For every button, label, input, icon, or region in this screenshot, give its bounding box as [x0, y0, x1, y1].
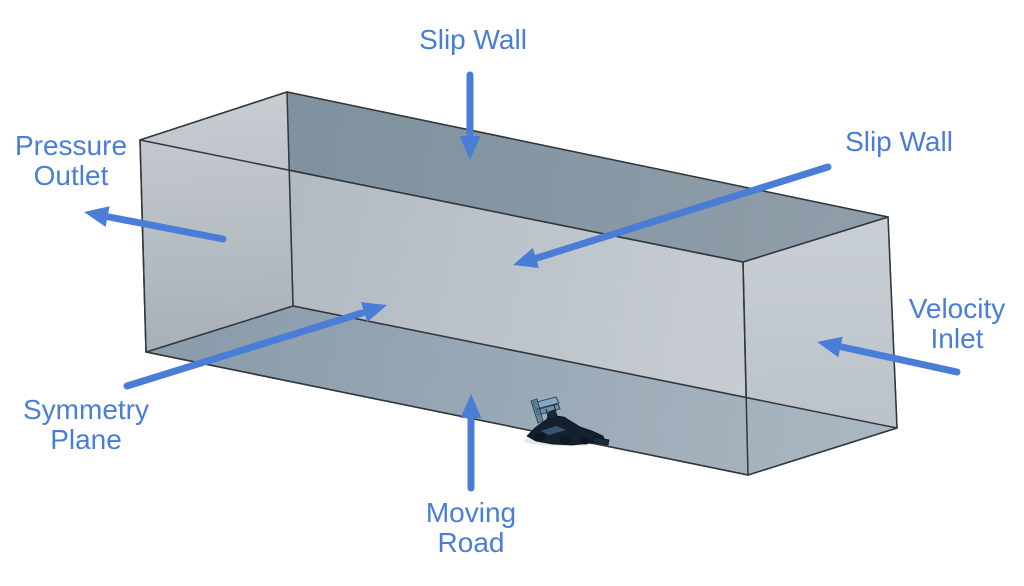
label-pressure-outlet-line2: Outlet	[33, 160, 109, 191]
arrow-velocity-inlet	[838, 343, 961, 376]
arrowhead-slip-wall-side	[513, 247, 539, 268]
race-car-model	[524, 396, 610, 446]
car-wheels	[534, 432, 590, 445]
arrow-symmetry-plane	[123, 309, 366, 390]
arrowhead-velocity-inlet	[817, 336, 843, 358]
arrowhead-pressure-outlet	[84, 206, 110, 227]
label-symmetry-plane: Symmetry Plane	[0, 395, 186, 455]
label-slip-wall-side: Slip Wall	[799, 127, 999, 157]
label-velocity-inlet: Velocity Inlet	[857, 294, 1024, 354]
label-pressure-outlet-line1: Pressure	[14, 130, 128, 161]
car-front-wing	[591, 436, 610, 446]
label-symmetry-plane-line2: Plane	[50, 424, 122, 455]
arrow-pressure-outlet	[105, 213, 227, 243]
annotation-arrows	[84, 71, 961, 492]
label-moving-road: Moving Road	[371, 498, 571, 558]
face-symmetry-plane	[139, 139, 749, 476]
label-velocity-inlet-line2: Inlet	[930, 323, 984, 354]
label-pressure-outlet: Pressure Outlet	[0, 131, 171, 191]
label-velocity-inlet-line1: Velocity	[908, 293, 1006, 324]
arrow-slip-wall-side	[533, 163, 832, 262]
arrowhead-symmetry-plane	[361, 302, 387, 323]
arrowhead-moving-road	[460, 394, 482, 418]
label-symmetry-plane-line1: Symmetry	[23, 394, 149, 425]
label-slip-wall-side-text: Slip Wall	[845, 126, 953, 157]
car-cockpit	[546, 409, 558, 420]
label-moving-road-line2: Road	[437, 527, 505, 558]
car-sidepod-highlight	[541, 426, 566, 435]
label-moving-road-line1: Moving	[425, 497, 517, 528]
label-slip-wall-top-text: Slip Wall	[419, 24, 527, 55]
arrowhead-slip-wall-top	[459, 136, 481, 160]
label-slip-wall-top: Slip Wall	[353, 25, 593, 55]
